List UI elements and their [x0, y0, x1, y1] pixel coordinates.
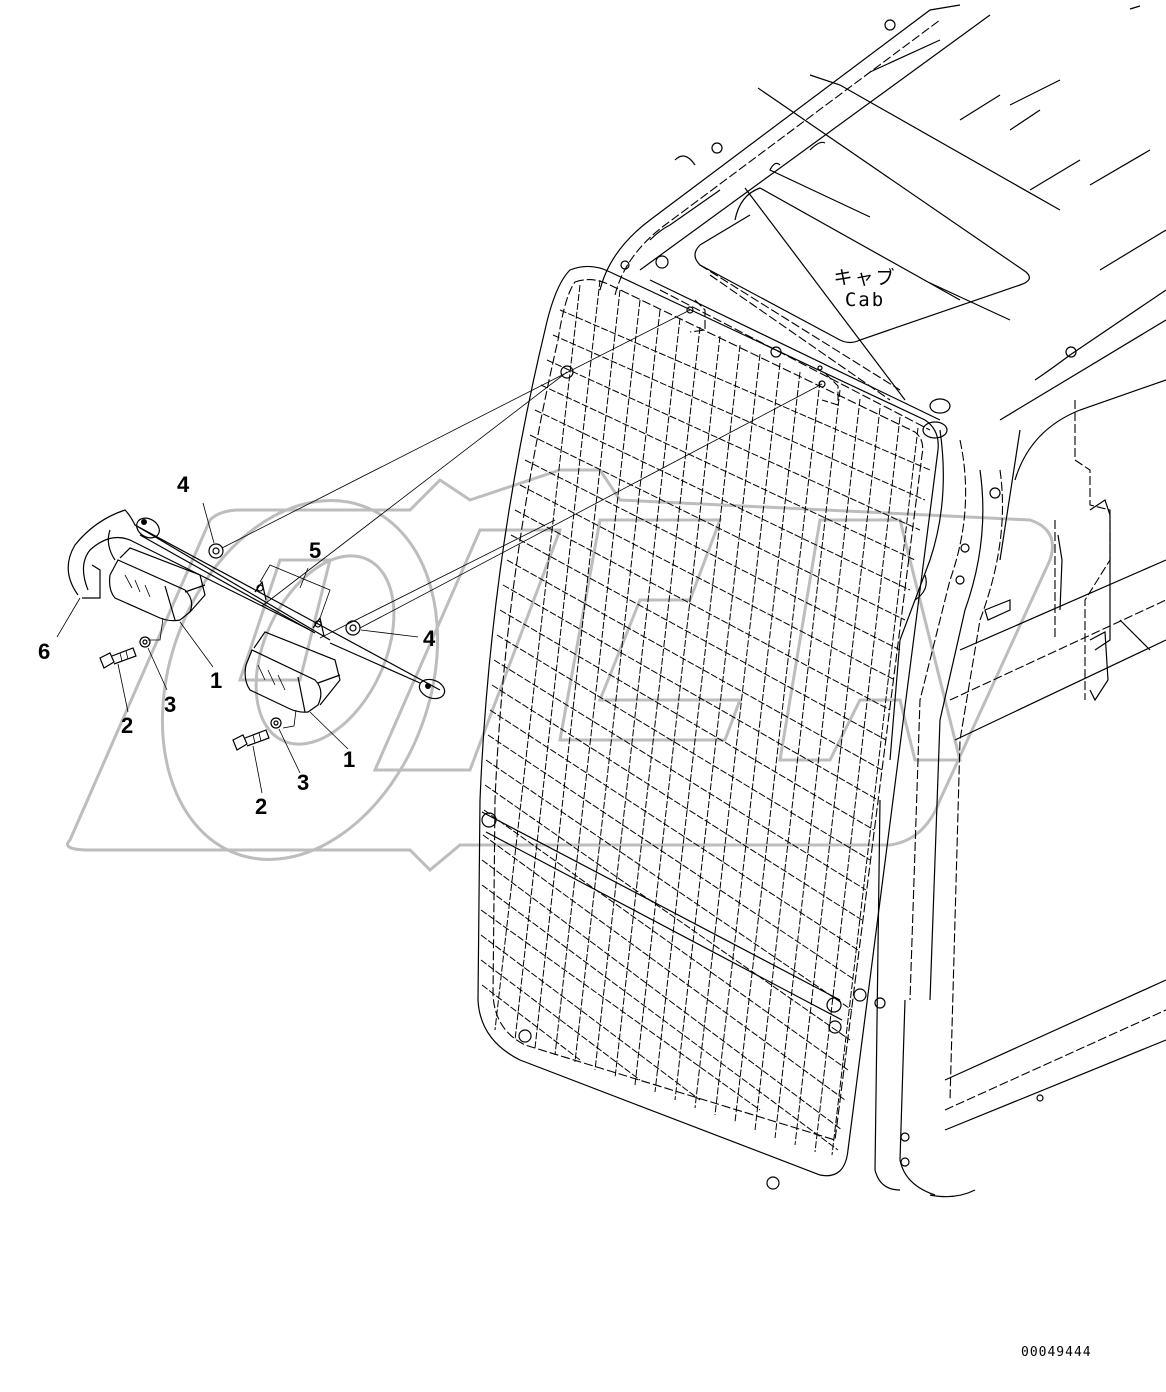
callout-1-upper[interactable]: 1	[210, 668, 223, 693]
cab-roof	[599, 4, 1166, 431]
document-number: 00049444	[1021, 1345, 1092, 1360]
callout-3-lower[interactable]: 3	[297, 770, 310, 795]
callout-4-upper[interactable]: 4	[177, 472, 190, 497]
cab-label-japanese: キャブ	[833, 267, 897, 289]
front-guard-mesh	[477, 265, 939, 1190]
lamp-assembly	[56, 502, 446, 794]
cab-side-frame	[874, 379, 1166, 1198]
callout-2-upper[interactable]: 2	[121, 713, 134, 738]
leader-lines	[221, 309, 823, 639]
callout-5[interactable]: 5	[309, 538, 322, 563]
cab-assembly-label: キャブ Cab	[820, 267, 910, 312]
callout-1-lower[interactable]: 1	[343, 747, 356, 772]
callout-3-upper[interactable]: 3	[164, 692, 177, 717]
callout-6[interactable]: 6	[38, 639, 51, 664]
cab-label-english: Cab	[844, 288, 886, 311]
callout-2-lower[interactable]: 2	[255, 794, 268, 819]
watermark-graphic	[66, 468, 1054, 873]
callout-4-lower[interactable]: 4	[423, 626, 436, 651]
